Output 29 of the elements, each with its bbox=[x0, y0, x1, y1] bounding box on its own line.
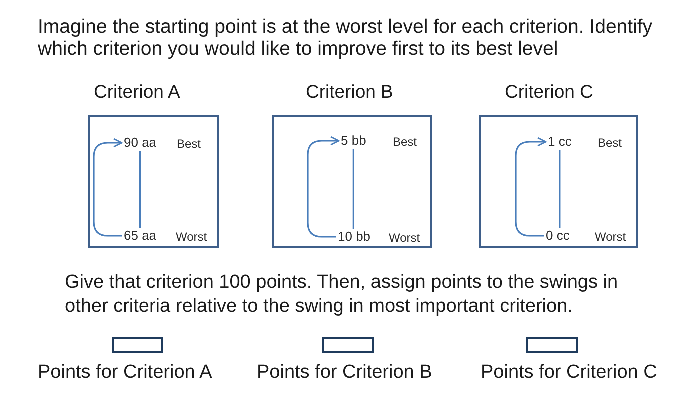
scale-value: 0 cc bbox=[546, 228, 570, 244]
answer-box bbox=[112, 337, 163, 353]
scale-line bbox=[139, 151, 142, 228]
curved-arrow bbox=[93, 138, 123, 237]
scale-end-label: Worst bbox=[595, 229, 626, 245]
curved-arrow bbox=[307, 136, 340, 238]
scale-value: 5 bb bbox=[341, 133, 366, 149]
criterion-heading: Criterion B bbox=[306, 82, 394, 102]
scale-end-label: Best bbox=[393, 134, 418, 150]
field-label: Points for Criterion C bbox=[481, 361, 658, 385]
field-label: Points for Criterion A bbox=[38, 361, 212, 385]
scale-end-label: Best bbox=[598, 135, 622, 151]
answer-box bbox=[526, 337, 578, 353]
criterion-heading: Criterion C bbox=[505, 82, 594, 102]
title: Imagine the starting point is at the worst level for each criterion. Identify which criterion you would like to improve first to its best level bbox=[38, 16, 654, 60]
scale-line bbox=[559, 150, 561, 228]
scale-line bbox=[352, 149, 354, 229]
scale-value: 90 aa bbox=[124, 135, 157, 151]
answer-box bbox=[322, 337, 374, 353]
scale-value: 1 cc bbox=[548, 134, 572, 150]
scale-end-label: Best bbox=[177, 136, 202, 152]
criterion-heading: Criterion A bbox=[94, 82, 180, 102]
scale-end-label: Worst bbox=[389, 230, 420, 246]
scale-value: 65 aa bbox=[124, 228, 157, 244]
instruction-text: Give that criterion 100 points. Then, assign points to the swings in other criteria relative to the swing in most important criterion. bbox=[65, 271, 620, 319]
scale-end-label: Worst bbox=[176, 229, 208, 245]
field-label: Points for Criterion B bbox=[257, 361, 432, 385]
scale-value: 10 bb bbox=[338, 229, 371, 245]
curved-arrow bbox=[515, 137, 547, 237]
